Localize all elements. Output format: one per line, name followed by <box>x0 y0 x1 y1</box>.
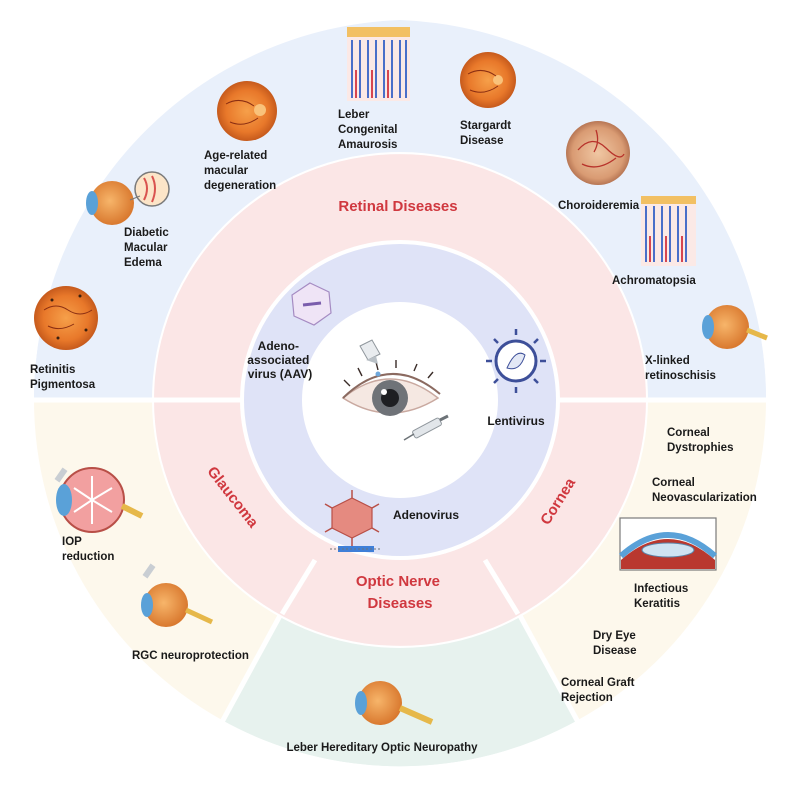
middle-dividers <box>150 397 650 616</box>
amd-fundus-icon <box>217 81 277 141</box>
choroideremia-fundus-icon <box>566 121 630 185</box>
lentivirus-label: Lentivirus <box>487 414 545 428</box>
dme-label: Diabetic Macular Edema <box>124 227 172 269</box>
stargardt-label: Stargardt Disease <box>460 120 514 147</box>
adenovirus-label: Adenovirus <box>393 508 459 522</box>
achromatopsia-retina-layers-icon <box>641 196 696 266</box>
lca-retina-layers-icon <box>347 27 410 101</box>
retinitis-fundus-icon <box>34 286 98 350</box>
aav-icon <box>291 282 332 326</box>
lentivirus-icon <box>486 329 546 393</box>
lhon-label: Leber Hereditary Optic Neuropathy <box>286 742 478 754</box>
corneal-neovascularization-label: Corneal Neovascularization <box>652 477 757 504</box>
outer-dividers <box>0 397 800 724</box>
corneal-dystrophies-label: Corneal Dystrophies <box>667 427 733 454</box>
dry-eye-label: Dry Eye Disease <box>593 630 639 657</box>
adenovirus-icon <box>324 490 380 552</box>
choroideremia-label: Choroideremia <box>558 200 640 212</box>
aav-label: Adeno- associated virus (AAV) <box>247 339 312 381</box>
keratitis-label: Infectious Keratitis <box>634 583 692 610</box>
iop-eye-icon <box>54 467 144 533</box>
retinal-diseases-title: Retinal Diseases <box>338 198 457 215</box>
lhon-eye-icon <box>355 681 434 725</box>
achromatopsia-label: Achromatopsia <box>612 275 696 287</box>
center-eye-icon <box>341 360 441 416</box>
iop-label: IOP reduction <box>62 536 114 563</box>
retinitis-label: Retinitis Pigmentosa <box>30 364 96 391</box>
lca-label: Leber Congenital Amaurosis <box>338 109 401 151</box>
optic-nerve-title: Optic Nerve Diseases <box>356 573 444 612</box>
rgc-label: RGC neuroprotection <box>132 650 249 662</box>
syringe-icon <box>403 414 449 441</box>
rgc-eye-icon <box>141 563 214 627</box>
cornea-cross-section-icon <box>619 517 717 571</box>
stargardt-fundus-icon <box>460 52 516 108</box>
xlrs-label: X-linked retinoschisis <box>645 355 716 382</box>
dme-eye-icon <box>86 171 170 225</box>
graft-rejection-label: Corneal Graft Rejection <box>561 677 638 704</box>
amd-label: Age-related macular degeneration <box>204 150 276 192</box>
xlrs-eye-icon <box>702 305 768 349</box>
dropper-icon <box>359 339 381 377</box>
